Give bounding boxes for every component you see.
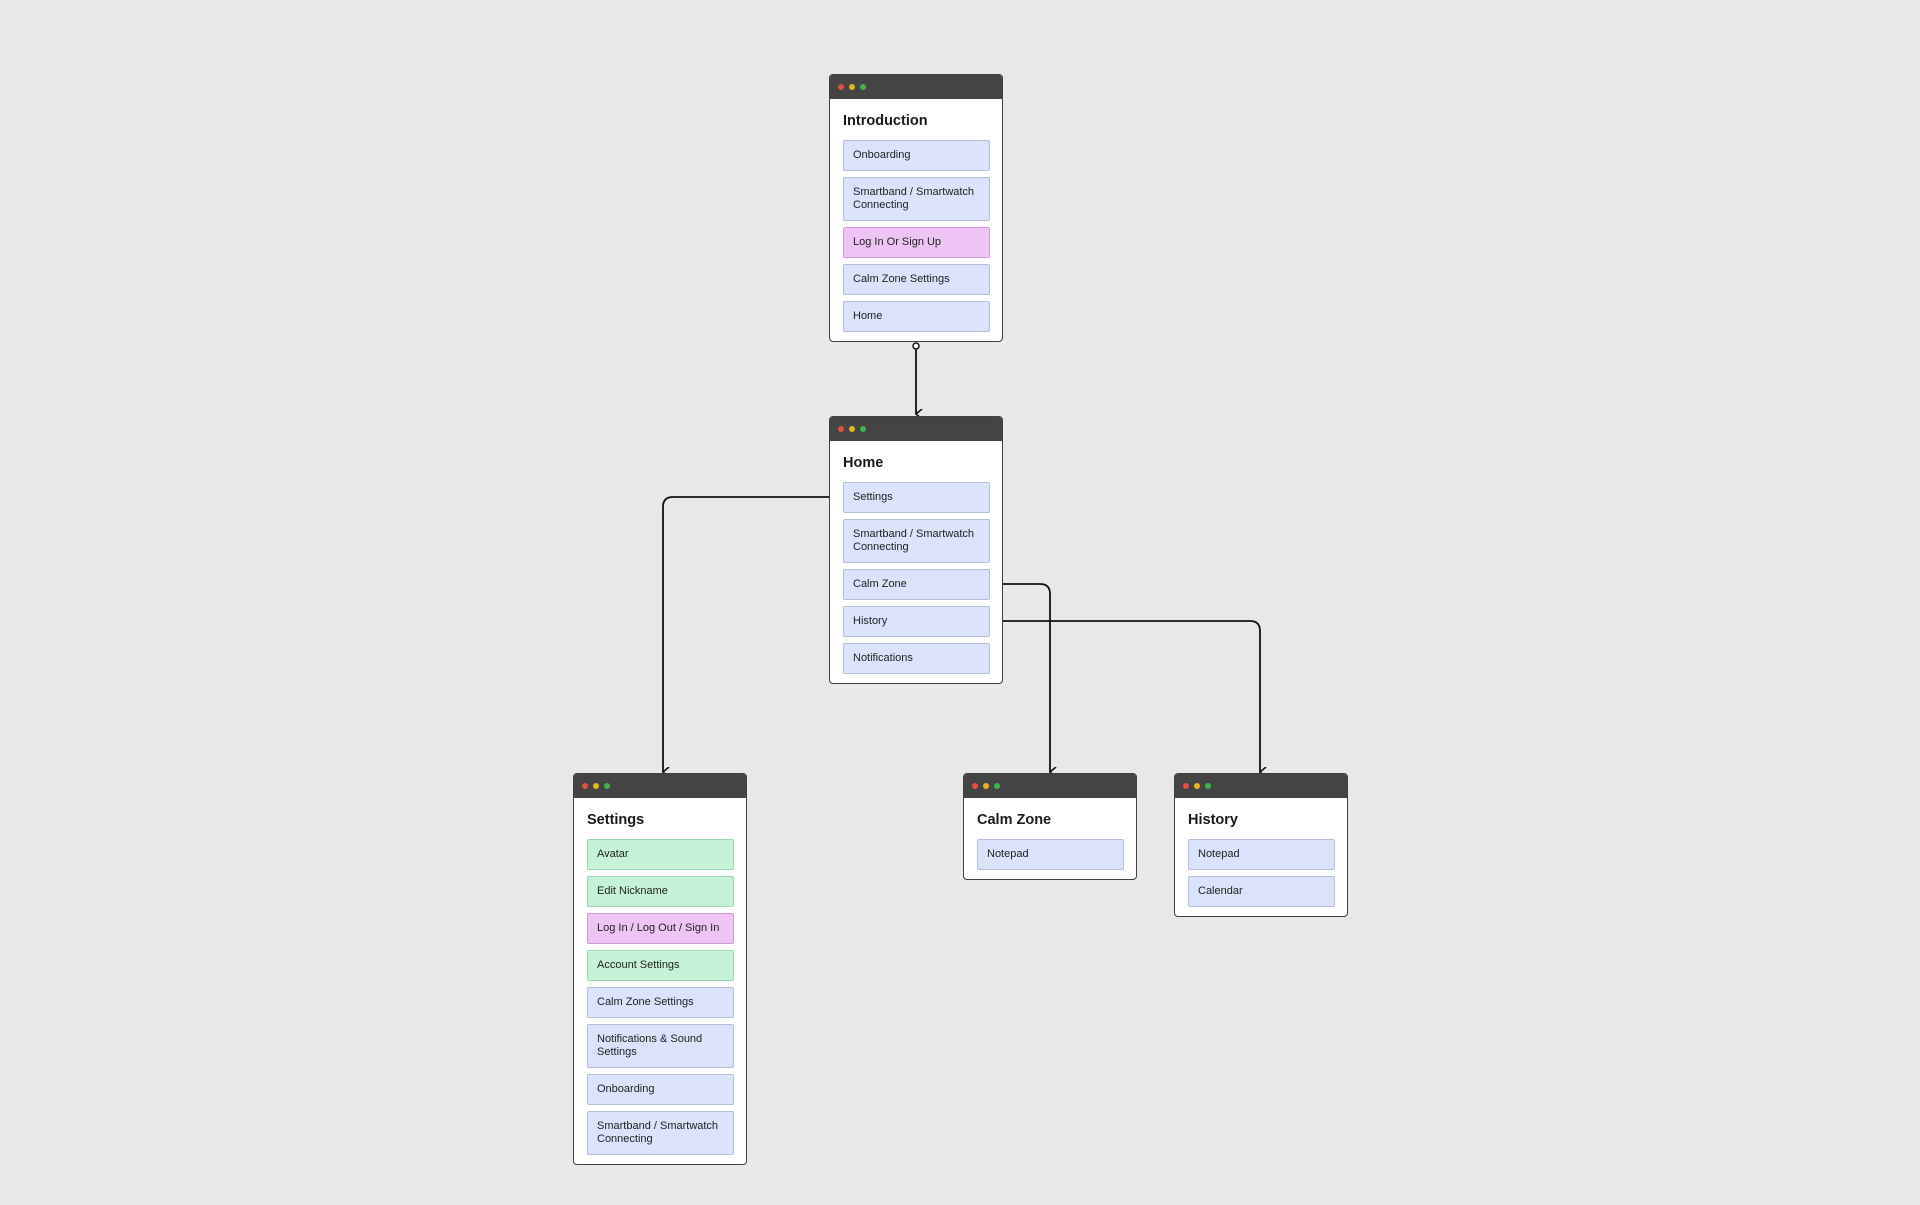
close-dot-icon [838, 426, 844, 432]
window-home[interactable]: Home Settings Smartband / Smartwatch Con… [829, 416, 1003, 684]
item-home[interactable]: Home [843, 301, 990, 332]
window-title: Settings [587, 812, 645, 828]
item-smartband-connecting[interactable]: Smartband / Smartwatch Connecting [843, 177, 990, 221]
maximize-dot-icon [860, 426, 866, 432]
window-introduction[interactable]: Introduction Onboarding Smartband / Smar… [829, 74, 1003, 342]
item-smartband-connecting[interactable]: Smartband / Smartwatch Connecting [587, 1111, 734, 1155]
window-title: Calm Zone [977, 812, 1052, 828]
window-title: Home [843, 455, 884, 471]
minimize-dot-icon [1194, 783, 1200, 789]
item-notifications-sound-settings[interactable]: Notifications & Sound Settings [587, 1024, 734, 1068]
window-settings[interactable]: Settings Avatar Edit Nickname Log In / L… [573, 773, 747, 1165]
close-dot-icon [1183, 783, 1189, 789]
connector-start-dot [912, 342, 920, 350]
window-calm-zone[interactable]: Calm Zone Notepad [963, 773, 1137, 880]
item-notepad[interactable]: Notepad [1188, 839, 1335, 870]
item-calm-zone-settings[interactable]: Calm Zone Settings [587, 987, 734, 1018]
maximize-dot-icon [1205, 783, 1211, 789]
close-dot-icon [972, 783, 978, 789]
item-calendar[interactable]: Calendar [1188, 876, 1335, 907]
window-titlebar [964, 774, 1136, 798]
maximize-dot-icon [994, 783, 1000, 789]
minimize-dot-icon [849, 426, 855, 432]
close-dot-icon [582, 783, 588, 789]
item-notifications[interactable]: Notifications [843, 643, 990, 674]
window-title: History [1188, 812, 1238, 828]
item-onboarding[interactable]: Onboarding [587, 1074, 734, 1105]
minimize-dot-icon [849, 84, 855, 90]
minimize-dot-icon [983, 783, 989, 789]
window-history[interactable]: History Notepad Calendar [1174, 773, 1348, 917]
item-log-in-out-sign-in[interactable]: Log In / Log Out / Sign In [587, 913, 734, 944]
window-titlebar [830, 75, 1002, 99]
item-edit-nickname[interactable]: Edit Nickname [587, 876, 734, 907]
item-notepad[interactable]: Notepad [977, 839, 1124, 870]
item-calm-zone[interactable]: Calm Zone [843, 569, 990, 600]
connector-home-history [989, 620, 1260, 772]
item-settings[interactable]: Settings [843, 482, 990, 513]
item-history[interactable]: History [843, 606, 990, 637]
window-titlebar [830, 417, 1002, 441]
item-log-in-or-sign-up[interactable]: Log In Or Sign Up [843, 227, 990, 258]
item-calm-zone-settings[interactable]: Calm Zone Settings [843, 264, 990, 295]
item-smartband-connecting[interactable]: Smartband / Smartwatch Connecting [843, 519, 990, 563]
window-title: Introduction [843, 113, 928, 129]
window-titlebar [1175, 774, 1347, 798]
maximize-dot-icon [860, 84, 866, 90]
window-titlebar [574, 774, 746, 798]
close-dot-icon [838, 84, 844, 90]
minimize-dot-icon [593, 783, 599, 789]
item-onboarding[interactable]: Onboarding [843, 140, 990, 171]
item-account-settings[interactable]: Account Settings [587, 950, 734, 981]
maximize-dot-icon [604, 783, 610, 789]
item-avatar[interactable]: Avatar [587, 839, 734, 870]
connector-home-settings [663, 496, 843, 772]
